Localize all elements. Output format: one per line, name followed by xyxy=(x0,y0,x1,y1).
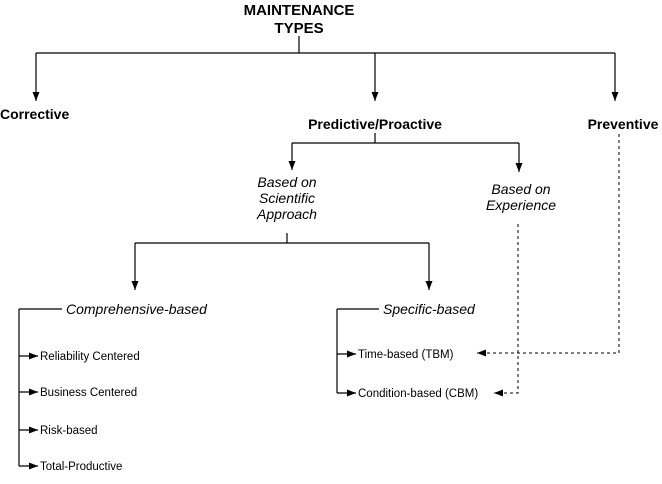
svg-text:Based on: Based on xyxy=(257,174,316,190)
top-level-connectors xyxy=(32,36,619,101)
branch-scientific-approach: Based on Scientific Approach xyxy=(256,174,317,222)
item-risk-based: Risk-based xyxy=(40,425,98,437)
type-predictive-proactive: Predictive/Proactive xyxy=(308,116,442,132)
scientific-connectors xyxy=(131,233,433,290)
item-total-productive: Total-Productive xyxy=(40,461,122,473)
comprehensive-connectors xyxy=(18,308,62,470)
diagram-title-line-2: TYPES xyxy=(274,20,323,37)
svg-text:Scientific: Scientific xyxy=(259,190,315,206)
item-condition-based-cbm: Condition-based (CBM) xyxy=(358,388,478,400)
approach-specific-based: Specific-based xyxy=(383,301,476,317)
diagram-title-line-1: MAINTENANCE xyxy=(244,2,355,19)
item-reliability-centered: Reliability Centered xyxy=(40,351,140,363)
approach-comprehensive-based: Comprehensive-based xyxy=(66,301,208,317)
item-time-based-tbm: Time-based (TBM) xyxy=(358,349,454,361)
svg-text:Approach: Approach xyxy=(256,206,317,222)
specific-connectors xyxy=(336,308,379,397)
svg-text:Experience: Experience xyxy=(486,197,556,213)
item-business-centered: Business Centered xyxy=(40,387,137,399)
type-corrective: Corrective xyxy=(0,106,69,122)
predictive-connectors xyxy=(288,133,523,172)
dashed-links xyxy=(477,134,620,397)
svg-text:Based on: Based on xyxy=(491,181,550,197)
branch-experience: Based on Experience xyxy=(486,181,556,213)
type-preventive: Preventive xyxy=(588,116,659,132)
